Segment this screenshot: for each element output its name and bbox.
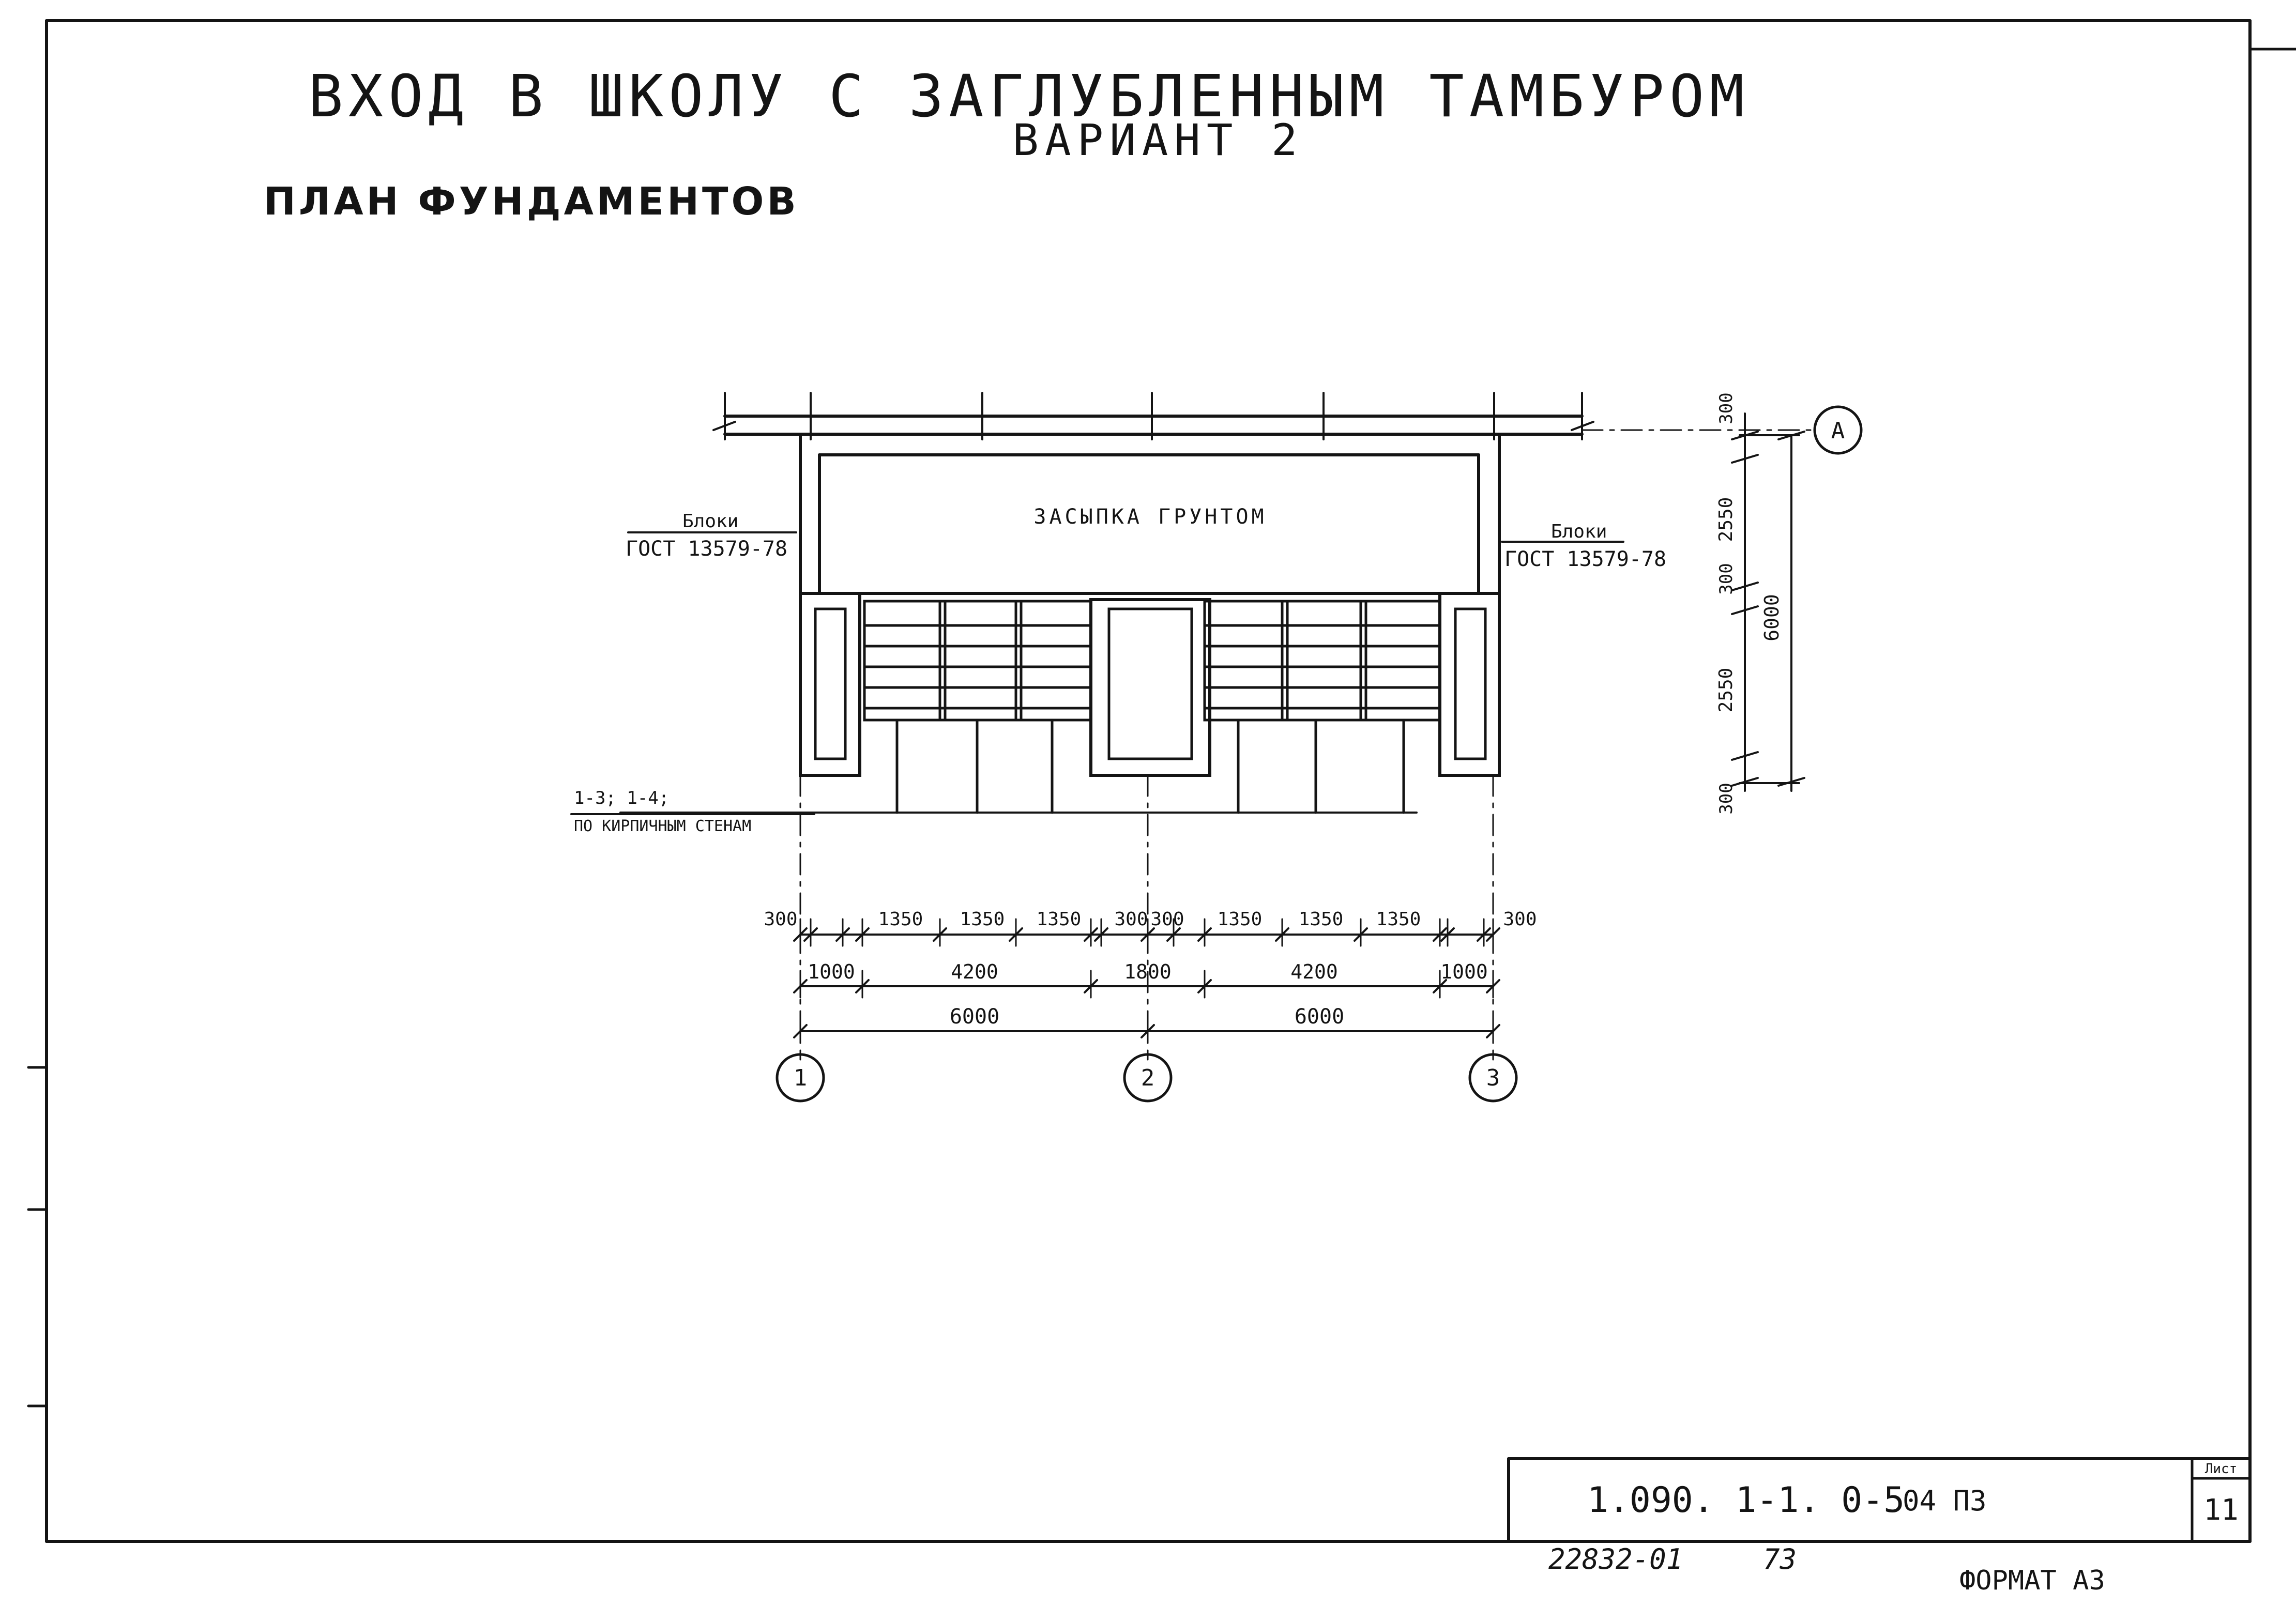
inventory-number: 22832-01 [1548, 1543, 1683, 1576]
footer-number: 73 [1763, 1543, 1797, 1576]
bottom-callout-bottom: ПО КИРПИЧНЫМ СТЕНАМ [574, 817, 751, 835]
stamp: 1.090. 1-1. 0-5 04 ПЗ Лист 11 [1507, 1457, 2252, 1543]
bottom-callout-top: 1-3; 1-4; [574, 788, 669, 808]
axis-label-1: 1 [794, 1065, 808, 1091]
axis-markers: 1 2 3 А [776, 405, 1863, 1103]
sheet-label: Лист [2205, 1461, 2238, 1477]
dim-label: 1350 [1037, 909, 1082, 930]
dim-label: 1350 [1299, 909, 1344, 930]
format-label: ФОРМАТ А3 [1959, 1565, 2105, 1596]
dimension-ticks [793, 918, 1500, 1044]
vdim-total: 6000 [1760, 594, 1783, 641]
plan-heading: ПЛАН ФУНДАМЕНТОВ [264, 179, 799, 224]
vdim-label: 300 [1716, 563, 1737, 594]
axis-label-a: А [1831, 418, 1845, 444]
dim-label: 1350 [960, 909, 1005, 930]
bottom-callout: 1-3; 1-4; ПО КИРПИЧНЫМ СТЕНАМ [570, 788, 815, 835]
axis-label-3: 3 [1486, 1065, 1500, 1091]
axis-circle-2 [1123, 1053, 1173, 1103]
dim-label: 300 [1150, 909, 1184, 930]
left-callout-top: Блоки [682, 511, 738, 532]
foundation-plan: ЗАСЫПКА ГРУНТОМ [619, 392, 1816, 1061]
vdim-label: 2550 [1715, 668, 1737, 713]
sheet-title: ВХОД В ШКОЛУ С ЗАГЛУБЛЕННЫМ ТАМБУРОМ [308, 63, 1749, 130]
sheet-frame [27, 19, 2296, 1543]
left-callout-bottom: ГОСТ 13579-78 [626, 537, 787, 561]
stamp-section: 04 ПЗ [1903, 1485, 1987, 1517]
dim-label: 1800 [1124, 960, 1172, 983]
axis-circle-3 [1468, 1053, 1518, 1103]
axis-circle-a [1813, 405, 1863, 455]
vertical-dimension-lines [1731, 412, 1805, 792]
dim-label: 6000 [950, 1005, 999, 1029]
dim-label: 1000 [1440, 960, 1488, 983]
dims-row3: 6000 6000 [950, 1005, 1344, 1029]
dims-row1: 300 1350 1350 1350 300 300 1350 1350 135… [764, 909, 1537, 930]
fill-label: ЗАСЫПКА ГРУНТОМ [1033, 505, 1267, 529]
axis-label-2: 2 [1141, 1065, 1155, 1091]
dim-label: 6000 [1295, 1005, 1344, 1029]
sheet-subtitle: ВАРИАНТ 2 [1012, 115, 1303, 165]
dim-label: 1350 [878, 909, 923, 930]
dims-row2: 1000 4200 1800 4200 1000 [808, 960, 1488, 983]
right-callout-top: Блоки [1551, 521, 1607, 542]
right-callout: Блоки ГОСТ 13579-78 [1501, 521, 1666, 571]
dim-label: 1000 [808, 960, 855, 983]
dim-label: 300 [764, 909, 797, 930]
dim-label: 4200 [951, 960, 998, 983]
sheet-number: 11 [2203, 1493, 2238, 1527]
left-callout: Блоки ГОСТ 13579-78 [626, 511, 797, 561]
stamp-code: 1.090. 1-1. 0-5 [1587, 1480, 1905, 1521]
right-callout-bottom: ГОСТ 13579-78 [1504, 547, 1666, 571]
dim-label: 4200 [1290, 960, 1338, 983]
dim-label: 1350 [1376, 909, 1421, 930]
vdim-label: 300 [1716, 783, 1737, 814]
vdim-label: 300 [1716, 392, 1737, 424]
dim-label: 1350 [1218, 909, 1263, 930]
dim-label: 300 [1114, 909, 1148, 930]
vertical-dims: 300 2550 300 2550 300 6000 [1715, 392, 1783, 814]
dim-label: 300 [1503, 909, 1537, 930]
vdim-label: 2550 [1715, 497, 1737, 542]
axis-circle-1 [776, 1053, 825, 1103]
